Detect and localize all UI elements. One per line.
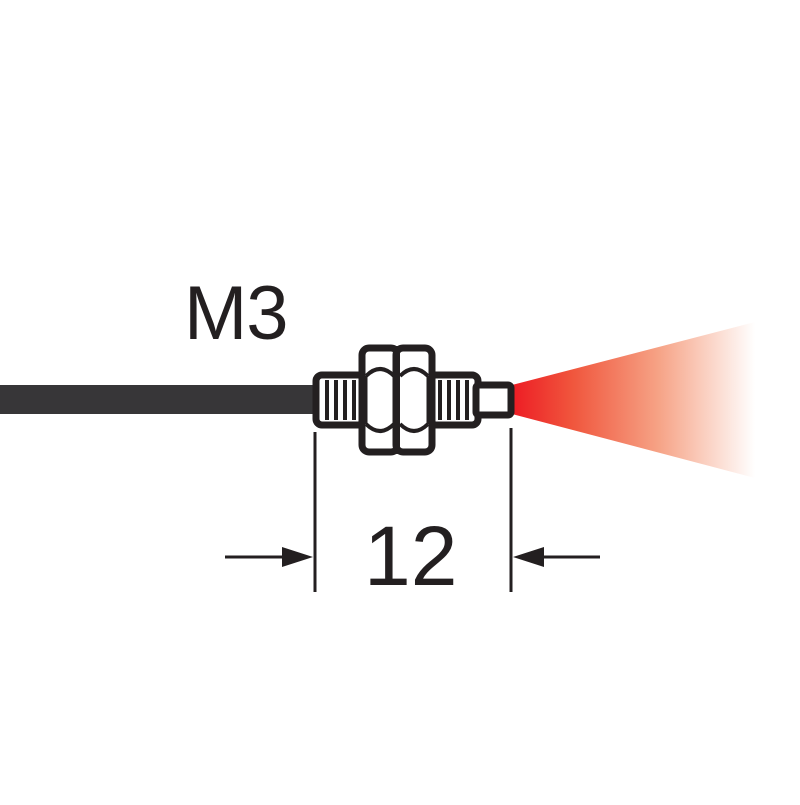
light-beam — [512, 322, 755, 478]
dimension-arrow-right — [513, 547, 600, 567]
cable — [0, 385, 318, 414]
hex-nut-right — [392, 344, 436, 456]
threaded-body-left — [312, 371, 368, 429]
thread-size-label: M3 — [184, 271, 289, 356]
sensor-tip — [472, 381, 515, 419]
threaded-body-right — [426, 371, 482, 429]
dimension-extension-lines — [313, 428, 513, 592]
dimension-arrow-left — [225, 547, 313, 567]
dimension-value-label: 12 — [364, 509, 458, 603]
